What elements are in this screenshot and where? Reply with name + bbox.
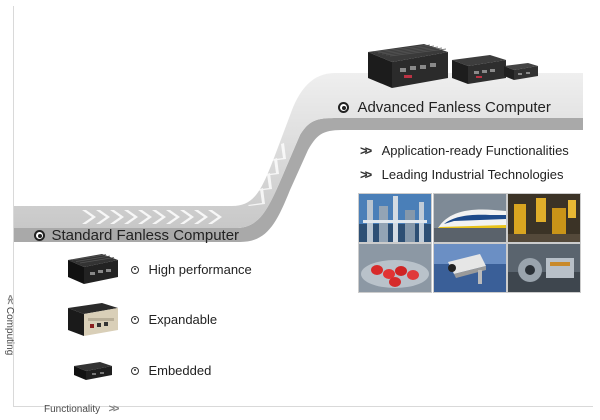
medium-fanless-box-icon (452, 55, 506, 84)
standard-level-label: Standard Fanless Computer (34, 227, 239, 245)
bullet-icon (338, 102, 349, 114)
advanced-computers-image (368, 44, 538, 88)
double-chevron-right-icon: >> (360, 167, 372, 182)
standard-feature-expandable: Expandable (131, 311, 217, 329)
bullet-icon (34, 230, 45, 242)
silver-expandable-box-icon (68, 303, 118, 336)
double-chevron-right-icon: >> (360, 143, 372, 158)
advanced-level-label: Advanced Fanless Computer (338, 99, 551, 117)
band-chevrons-flat (82, 210, 222, 224)
standard-feature-high-performance: High performance (131, 261, 252, 279)
surveillance-camera-photo (433, 243, 507, 293)
food-production-photo (358, 243, 432, 293)
band-surface (14, 73, 583, 228)
bullet-icon (131, 366, 139, 375)
band-chevrons-slope (248, 143, 286, 206)
y-axis-line (13, 6, 14, 406)
small-fanless-box-icon (504, 63, 538, 80)
advanced-feature-1: >> Application-ready Functionalities (360, 143, 569, 158)
bullet-icon (131, 265, 139, 274)
machinery-photo (507, 243, 581, 293)
refinery-photo (358, 193, 432, 243)
bullet-icon (131, 315, 139, 324)
x-axis-label: Functionality >> (44, 403, 120, 415)
high-speed-train-photo (433, 193, 507, 243)
chevron-right-icon: >> (108, 403, 120, 415)
standard-feature-embedded: Embedded (131, 362, 211, 380)
advanced-feature-2: >> Leading Industrial Technologies (360, 167, 564, 182)
large-fanless-box-icon (368, 44, 448, 88)
x-axis-line (13, 406, 593, 407)
black-fanless-box-icon (68, 254, 118, 284)
robotic-arm-photo (507, 193, 581, 243)
small-embedded-box-icon (74, 362, 112, 380)
band-shadow (14, 118, 583, 242)
